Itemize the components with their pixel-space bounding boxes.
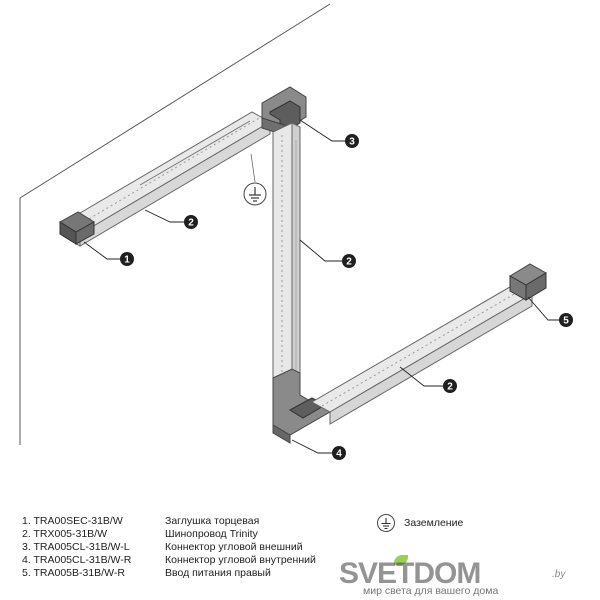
- track-vertical: [272, 122, 301, 388]
- callout-3: 3: [345, 134, 359, 148]
- logo-brand: SVETDOM: [339, 557, 481, 590]
- callout-2-vertical-label: 2: [346, 257, 352, 268]
- callout-4: 4: [332, 446, 346, 460]
- ground-icon: [243, 153, 267, 206]
- logo-domain: .by: [552, 569, 566, 580]
- parts-legend: 1. TRA00SEC-31B/W Заглушка торцевая 2. T…: [22, 515, 316, 580]
- callout-1: 1: [120, 252, 134, 266]
- callout-2-upper: 2: [184, 215, 198, 229]
- ground-legend-icon: [377, 514, 395, 532]
- legend-code: 5. TRA005B-31B/W-R: [22, 567, 125, 579]
- callout-1-label: 1: [124, 255, 130, 266]
- callout-3-label: 3: [349, 137, 355, 148]
- legend-name: Ввод питания правый: [165, 567, 271, 579]
- legend-code: 2. TRX005-31B/W: [22, 528, 108, 540]
- legend-code: 3. TRA005CL-31B/W-L: [22, 541, 130, 553]
- legend-code: 1. TRA00SEC-31B/W: [22, 515, 123, 527]
- end-cap: [59, 211, 95, 245]
- legend-row: 1. TRA00SEC-31B/W Заглушка торцевая: [22, 515, 316, 528]
- callout-4-label: 4: [336, 449, 342, 460]
- legend-name: Коннектор угловой внутренний: [165, 554, 316, 566]
- legend-name: Коннектор угловой внешний: [165, 541, 303, 553]
- legend-row: 3. TRA005CL-31B/W-L Коннектор угловой вн…: [22, 541, 316, 554]
- callout-2-lower-label: 2: [447, 382, 453, 393]
- callout-2-lower: 2: [443, 379, 457, 393]
- corner-connector-inner: [272, 368, 331, 444]
- ground-legend: Заземление: [376, 513, 463, 533]
- legend-row: 4. TRA005CL-31B/W-R Коннектор угловой вн…: [22, 554, 316, 567]
- power-feed: [509, 263, 547, 301]
- legend-code: 4. TRA005CL-31B/W-R: [22, 554, 132, 566]
- wall-outline: [19, 3, 331, 445]
- callout-2-vertical: 2: [342, 254, 356, 268]
- legend-row: 2. TRX005-31B/W Шинопровод Trinity: [22, 528, 316, 541]
- legend-name: Заглушка торцевая: [165, 515, 260, 527]
- leaf-icon: [394, 555, 408, 565]
- track-lower: [310, 283, 533, 425]
- ground-legend-label: Заземление: [404, 517, 464, 529]
- callout-2-upper-label: 2: [188, 218, 194, 229]
- logo-tagline: мир света для вашего дома: [363, 585, 499, 597]
- legend-row: 5. TRA005B-31B/W-R Ввод питания правый: [22, 567, 316, 580]
- svetdom-watermark-logo: SVETDOM .by мир света для вашего дома: [339, 555, 584, 597]
- callout-5-label: 5: [563, 316, 569, 327]
- legend-name: Шинопровод Trinity: [165, 528, 258, 540]
- callout-5: 5: [559, 313, 573, 327]
